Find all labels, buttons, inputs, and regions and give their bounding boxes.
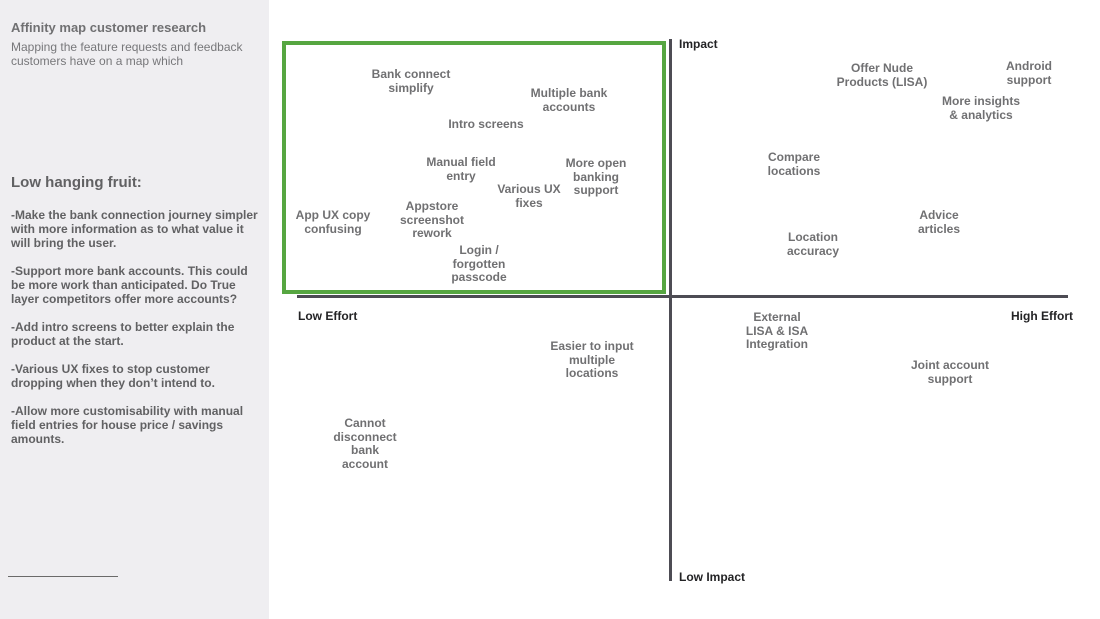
sticky-note-line: simplify: [388, 80, 434, 95]
sticky-note-line: Multiple bank: [530, 86, 608, 100]
sticky-note-intro-screens[interactable]: Intro screens: [448, 117, 524, 132]
divider: [8, 576, 118, 577]
impact-axis: [669, 39, 672, 581]
summary-point: -Various UX fixes to stop customer dropp…: [11, 362, 215, 390]
sticky-note-line: multiple: [568, 352, 615, 367]
sticky-note-line: accuracy: [786, 243, 840, 258]
summary-point: -Make the bank connection journey simple…: [11, 208, 258, 250]
sticky-note-line: fixes: [515, 195, 543, 210]
sticky-note-line: Location: [787, 230, 838, 244]
sticky-note-line: entry: [446, 168, 476, 183]
sticky-note-line: Manual field: [426, 155, 496, 169]
sticky-note-line: App UX copy: [295, 208, 371, 222]
axis-label-impact: Impact: [679, 37, 718, 51]
board-description: Mapping the feature requests and feedbac…: [11, 40, 243, 68]
sticky-note-line: Cannot: [344, 416, 386, 430]
sticky-note-line: Compare: [767, 150, 820, 164]
sticky-note-line: Appstore: [405, 199, 459, 213]
sticky-note-line: support: [573, 183, 619, 197]
summary-point: -Add intro screens to better explain the…: [11, 320, 235, 348]
sticky-note-line: rework: [412, 226, 452, 240]
sticky-note-line: Various UX: [497, 182, 561, 196]
axis-label-low-effort: Low Effort: [298, 309, 358, 323]
sticky-note-line: Easier to input: [550, 339, 634, 353]
sticky-note-line: LISA & ISA: [745, 323, 809, 338]
effort-axis: [297, 295, 1068, 298]
sticky-note-line: Joint account: [910, 358, 990, 372]
sticky-note-line: Advice: [919, 208, 959, 222]
axis-label-low-impact: Low Impact: [679, 570, 746, 584]
sticky-note-line: support: [927, 371, 973, 386]
sticky-note-line: disconnect: [333, 429, 397, 444]
sticky-note-line: banking: [572, 169, 620, 184]
sticky-note-line: locations: [767, 163, 821, 178]
sticky-note-line: confusing: [304, 221, 362, 236]
sticky-note-line: Android: [1006, 59, 1052, 73]
sticky-note-line: account: [341, 456, 389, 471]
sticky-note-line: accounts: [542, 99, 596, 114]
sticky-note-line: passcode: [451, 270, 507, 284]
sticky-note-line: support: [1006, 72, 1052, 87]
summary-heading: Low hanging fruit:: [11, 174, 142, 191]
summary-point: -Allow more customisability with manual …: [11, 404, 244, 446]
sticky-note-line: Integration: [745, 337, 808, 351]
sticky-note-line: More insights: [941, 94, 1021, 108]
summary-point: -Support more bank accounts. This could …: [11, 264, 248, 306]
axis-label-high-effort: High Effort: [1011, 309, 1073, 323]
low-hanging-fruit-highlight[interactable]: [282, 41, 666, 294]
sticky-note-line: screenshot: [399, 212, 465, 227]
sticky-note-line: bank: [350, 443, 380, 457]
sticky-note-line: forgotten: [452, 256, 506, 271]
sticky-note-line: locations: [565, 366, 619, 380]
sticky-note-line: Intro screens: [448, 117, 524, 131]
sticky-note-line: External: [753, 310, 801, 324]
sidebar: Affinity map customer research Mapping t…: [0, 0, 269, 619]
sticky-note-line: Bank connect: [371, 67, 451, 81]
sticky-note-line: articles: [917, 221, 961, 236]
sticky-note-line: Products (LISA): [836, 74, 928, 89]
board-title: Affinity map customer research: [11, 20, 207, 35]
sticky-note-more-insights-analytics[interactable]: More insights& analytics: [941, 94, 1021, 122]
sticky-note-line: Login /: [459, 243, 499, 257]
summary-points: -Make the bank connection journey simple…: [11, 208, 261, 460]
sticky-note-line: Offer Nude: [850, 61, 914, 75]
sticky-note-line: & analytics: [949, 107, 1013, 122]
sticky-note-line: More open: [565, 156, 627, 170]
